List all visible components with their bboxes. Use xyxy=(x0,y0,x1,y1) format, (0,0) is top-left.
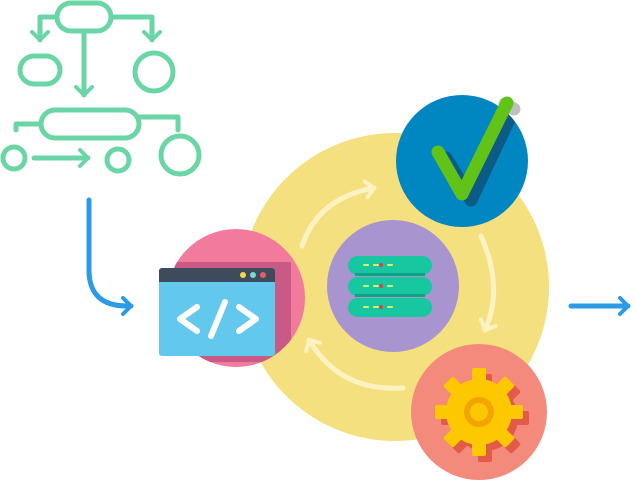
database-icon xyxy=(327,220,459,352)
cycle-arrows xyxy=(299,179,498,391)
flowchart-icon xyxy=(0,0,202,177)
window-dot-icon xyxy=(250,272,256,278)
flowchart-start-node xyxy=(54,0,114,34)
window-dot-icon xyxy=(260,272,266,278)
checkmark-icon xyxy=(396,95,528,227)
window-dot-icon xyxy=(240,272,246,278)
code-brackets-icon xyxy=(177,299,259,339)
code-window xyxy=(159,268,275,356)
flowchart-bottom-left-node xyxy=(0,144,28,172)
gear-icon xyxy=(411,344,547,480)
flowchart-process-node xyxy=(38,107,142,141)
flowchart-left-node xyxy=(17,53,63,87)
flow-arrow-icon xyxy=(86,197,134,316)
flowchart-right-node xyxy=(132,50,176,94)
flowchart-bottom-right-node xyxy=(158,133,202,177)
database-stack xyxy=(348,256,432,317)
code-window-icon xyxy=(159,229,305,367)
flowchart-bottom-middle-node xyxy=(104,146,132,174)
